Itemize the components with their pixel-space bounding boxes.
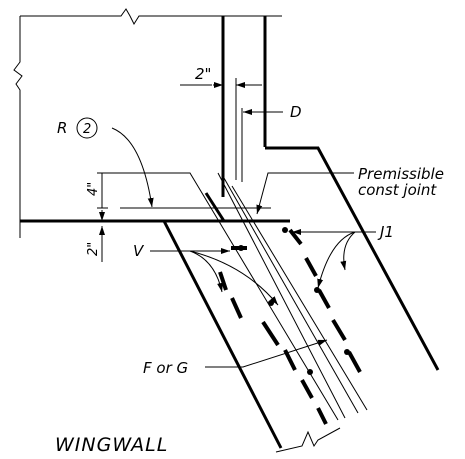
dimension-2in-left-label: 2": [86, 242, 101, 256]
dimension-D: D: [243, 103, 302, 121]
V-label: V: [133, 242, 145, 260]
J1-label: J1: [377, 223, 394, 241]
premissible-label-line2: const joint: [358, 181, 437, 199]
wingwall-outline: [106, 146, 440, 449]
radius-value-label: 2: [83, 122, 91, 137]
bottom-break-symbol: [275, 427, 341, 453]
radius-callout: R 2: [57, 117, 154, 208]
dimension-4in: 4": [86, 172, 108, 209]
bar-dot: [268, 300, 274, 306]
premissible-joint-callout: Premissible const joint: [256, 165, 444, 215]
drawing-title: WINGWALL: [55, 434, 168, 456]
main-wall: [221, 16, 267, 197]
premissible-label-line1: Premissible: [358, 165, 444, 183]
top-break-line: [20, 8, 282, 26]
bar-dot: [314, 287, 320, 293]
F-or-G-callout: F or G: [143, 339, 328, 377]
bar-dot: [282, 227, 288, 233]
bar-dot: [307, 369, 313, 375]
bar-dot: [238, 245, 244, 251]
F-or-G-label: F or G: [143, 359, 188, 377]
V-callout: V: [133, 242, 279, 306]
rebar-right: [282, 227, 362, 373]
bar-dot: [344, 349, 350, 355]
dimension-2in-top: 2": [180, 65, 262, 88]
rebar-left: [218, 245, 328, 425]
left-break-line: [13, 16, 23, 238]
radius-circle: [76, 117, 98, 139]
radius-R-label: R: [57, 119, 67, 137]
J1-callout: J1: [292, 223, 394, 289]
dimension-D-label: D: [290, 103, 302, 121]
dimension-2in-left: 2": [86, 210, 105, 262]
dimension-2in-top-label: 2": [195, 65, 211, 83]
dimension-4in-label: 4": [86, 182, 101, 196]
